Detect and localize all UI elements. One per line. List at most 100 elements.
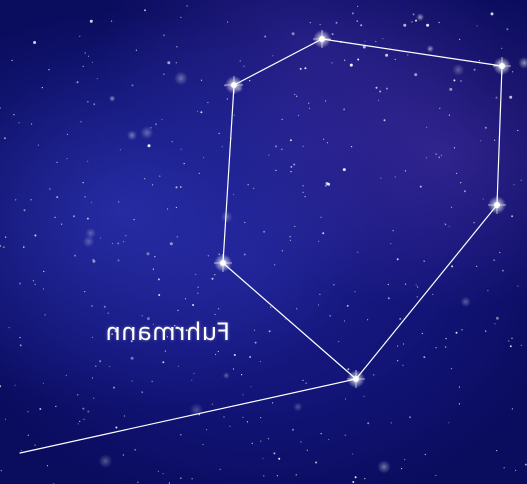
background-star — [151, 380, 153, 382]
background-star — [111, 20, 113, 22]
background-star — [328, 438, 330, 441]
background-star — [322, 232, 325, 235]
background-star — [226, 98, 228, 100]
background-star — [480, 140, 482, 142]
background-star — [364, 40, 366, 42]
background-star — [99, 360, 102, 363]
background-star — [32, 280, 35, 282]
background-star — [456, 172, 458, 174]
background-star — [131, 84, 134, 87]
background-star — [137, 481, 139, 483]
background-star — [254, 341, 257, 344]
background-star — [233, 193, 235, 196]
background-star — [15, 199, 17, 201]
background-star — [343, 108, 346, 111]
background-star — [191, 478, 193, 480]
background-star — [180, 477, 182, 479]
background-star — [278, 457, 281, 460]
background-star — [394, 58, 396, 60]
background-star — [424, 453, 426, 456]
background-star — [163, 34, 165, 37]
background-star — [367, 319, 369, 321]
background-star — [450, 368, 453, 370]
background-star — [501, 269, 504, 272]
background-star — [4, 418, 7, 420]
background-star — [435, 347, 437, 349]
background-star — [451, 265, 454, 268]
background-star — [404, 283, 407, 285]
background-star — [325, 100, 327, 102]
background-star — [114, 330, 117, 333]
background-star — [375, 40, 377, 43]
background-star — [214, 274, 216, 276]
background-star — [308, 102, 310, 104]
background-star — [315, 461, 318, 464]
background-star — [302, 379, 304, 381]
background-star — [144, 178, 146, 180]
background-star — [74, 254, 76, 257]
background-star — [272, 55, 274, 57]
background-star — [520, 179, 522, 181]
background-star — [387, 297, 390, 300]
background-star — [117, 242, 120, 245]
background-star — [458, 386, 461, 388]
background-star — [164, 350, 166, 352]
background-star — [333, 284, 335, 286]
background-star — [414, 73, 418, 77]
background-star — [163, 73, 165, 75]
background-star — [141, 315, 143, 317]
background-star — [302, 185, 304, 187]
background-star — [167, 61, 171, 65]
background-star — [195, 273, 197, 275]
background-star — [91, 61, 93, 63]
background-star — [438, 21, 440, 24]
background-star — [31, 123, 33, 125]
background-star — [90, 201, 92, 203]
background-star — [487, 290, 489, 292]
background-star — [392, 230, 394, 232]
background-star — [262, 457, 264, 459]
background-star — [152, 268, 154, 270]
background-star — [356, 20, 358, 22]
background-star — [513, 184, 515, 186]
background-star — [440, 154, 443, 156]
background-star — [445, 224, 447, 226]
background-star — [197, 286, 199, 288]
constellation-stars — [214, 30, 511, 388]
background-star — [272, 402, 274, 404]
background-star — [473, 68, 476, 71]
background-star — [239, 60, 241, 62]
background-star — [342, 168, 346, 172]
background-star — [426, 126, 428, 128]
background-star — [268, 154, 270, 156]
background-star — [19, 282, 22, 285]
background-star — [295, 474, 297, 476]
background-star — [375, 86, 378, 89]
background-star — [453, 147, 456, 149]
background-glow — [293, 402, 303, 412]
background-star — [302, 145, 304, 147]
background-star — [426, 23, 430, 27]
background-star — [351, 12, 354, 15]
background-star — [357, 5, 359, 7]
background-star — [511, 337, 513, 339]
background-star — [281, 148, 283, 150]
background-glow — [452, 63, 465, 76]
background-star — [158, 294, 161, 296]
background-star — [309, 22, 311, 24]
background-star — [118, 201, 120, 203]
background-star — [233, 114, 235, 116]
background-star — [87, 410, 90, 413]
background-star — [490, 12, 494, 16]
background-star — [323, 138, 325, 140]
background-star — [399, 317, 402, 320]
background-star — [14, 384, 16, 386]
background-star — [327, 182, 331, 186]
background-glow — [377, 460, 391, 474]
background-star — [54, 216, 56, 218]
background-star — [113, 386, 115, 389]
background-star — [244, 221, 246, 224]
background-star — [274, 264, 276, 266]
background-star — [281, 118, 283, 120]
